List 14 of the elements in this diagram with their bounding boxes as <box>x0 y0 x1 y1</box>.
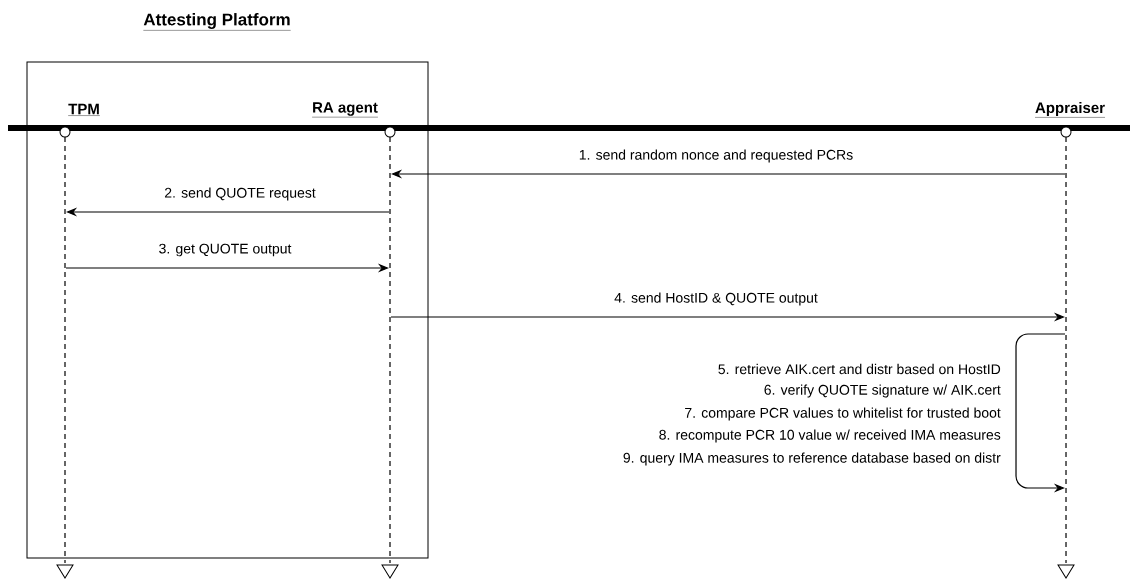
participant-name: RA agent <box>311 102 379 118</box>
edge-label: 1. send random nonce and requested PCRs <box>576 147 856 165</box>
edge-label: 2. send QUOTE request <box>162 185 318 203</box>
edge-label: 4. send HostID & QUOTE output <box>612 290 820 308</box>
group-title: Attesting Platform <box>143 13 291 31</box>
participant-name: Appraiser <box>1034 102 1106 118</box>
group-box <box>26 61 429 559</box>
step-text: 6. verify QUOTE signature w/ AIK.cert <box>764 384 1001 398</box>
step-text: 8. recompute PCR 10 value w/ received IMA measures <box>659 429 1001 443</box>
edge-label: 3. get QUOTE output <box>156 241 294 259</box>
step-text: 7. compare PCR values to whitelist for trusted boot <box>685 407 1001 421</box>
participant-name: TPM <box>67 103 101 116</box>
step-text: 5. retrieve AIK.cert and distr based on HostID <box>718 363 1001 375</box>
step-text: 9. query IMA measures to reference database based on distr <box>623 452 1001 466</box>
